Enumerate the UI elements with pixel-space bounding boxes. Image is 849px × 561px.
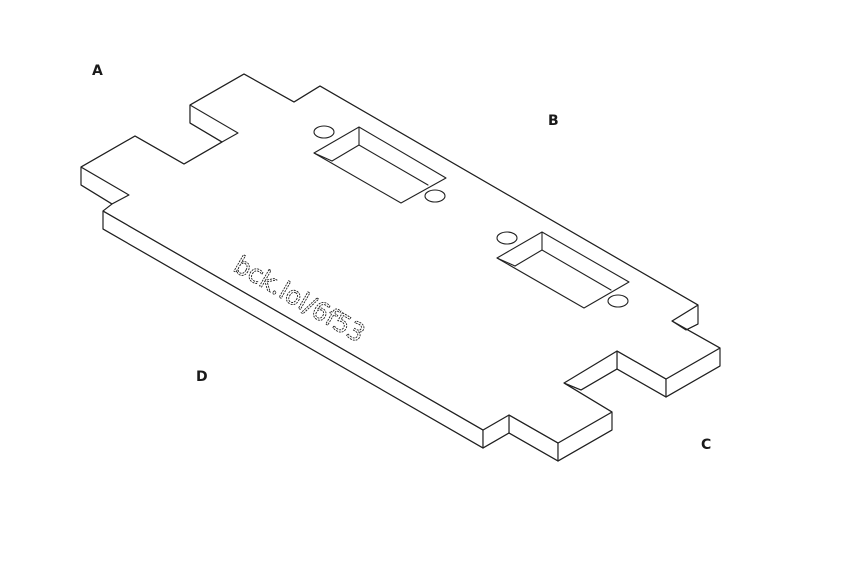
upper-cutout-depth-edge-left — [313, 152, 333, 162]
mounting-hole-4 — [607, 294, 629, 308]
plate-outline-bottom-edge — [102, 228, 484, 449]
lower-cutout-opening — [496, 231, 630, 309]
upper-cutout-opening — [313, 126, 447, 204]
plate-outline-left — [80, 166, 113, 212]
corner-label-c: C — [701, 437, 712, 453]
lower-cutout-depth-edge-left — [496, 257, 516, 267]
corner-label-b: B — [548, 113, 559, 129]
plate-outline-tab-edge — [616, 368, 667, 398]
plate-outline-notch-edge — [508, 432, 559, 462]
corner-label-a: A — [92, 63, 103, 79]
mounting-hole-3 — [496, 231, 518, 245]
corner-label-d: D — [196, 369, 208, 385]
plate-outline-left-upper — [189, 104, 223, 143]
mounting-hole-1 — [313, 125, 335, 139]
mounting-hole-2 — [424, 189, 446, 203]
